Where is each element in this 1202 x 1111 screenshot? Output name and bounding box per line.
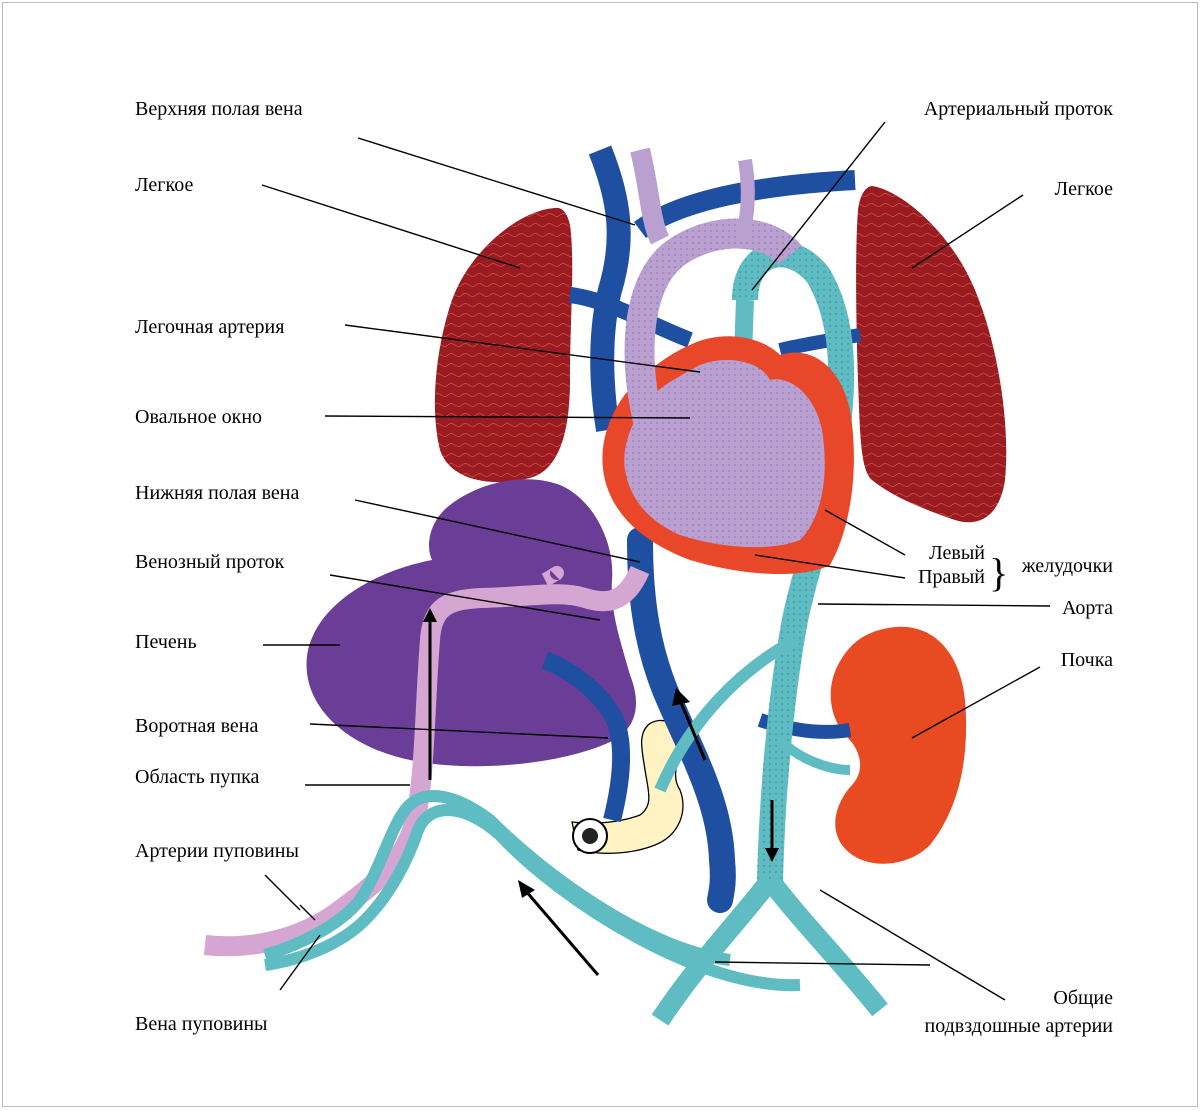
label-inferior-vena-cava: Нижняя полая вена [135, 482, 299, 504]
label-common-iliac-line2: подвздошные артерии [924, 1015, 1113, 1037]
label-ductus-venosus: Венозный проток [135, 551, 285, 573]
left-lung [435, 208, 572, 482]
label-portal-vein: Воротная вена [135, 715, 259, 737]
label-ductus-arteriosus: Артериальный проток [924, 98, 1113, 120]
right-lung [856, 186, 1006, 522]
label-lung-left: Легкое [135, 174, 193, 196]
superior-vena-cava [600, 150, 619, 430]
vessels-top [742, 160, 748, 240]
label-pulmonary-artery: Легочная артерия [135, 316, 284, 338]
label-aorta: Аорта [1062, 597, 1113, 619]
ventricles-brace: } [989, 550, 1008, 595]
label-kidney: Почка [1061, 649, 1113, 671]
label-superior-vena-cava: Верхняя полая вена [135, 98, 303, 120]
label-common-iliac-line1: Общие [1053, 987, 1113, 1009]
liver [307, 479, 636, 766]
label-lung-right: Легкое [1055, 178, 1113, 200]
label-right-ventricle: Правый [918, 566, 985, 588]
label-left-ventricle: Левый [929, 542, 985, 564]
label-foramen-ovale: Овальное окно [135, 406, 262, 428]
label-umbilical-arteries: Артерии пуповины [135, 840, 299, 862]
label-liver: Печень [135, 631, 197, 653]
kidney [831, 627, 966, 864]
label-umbilical-vein: Вена пуповины [135, 1013, 268, 1035]
renal-artery [780, 740, 850, 770]
label-ventricles: желудочки [1021, 555, 1114, 577]
label-navel-region: Область пупка [135, 766, 260, 788]
